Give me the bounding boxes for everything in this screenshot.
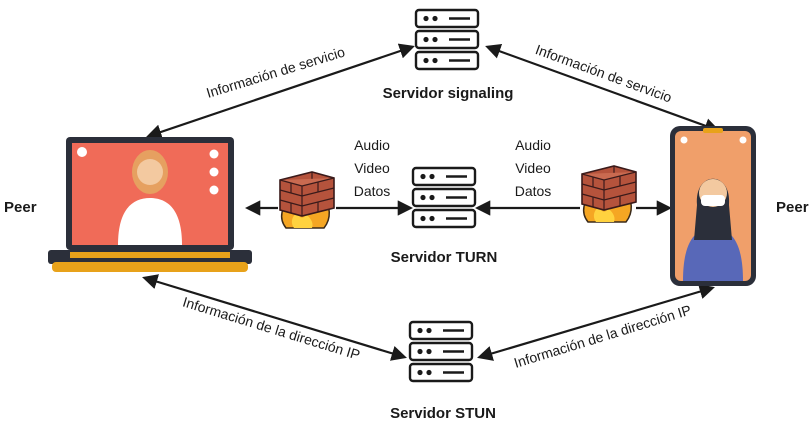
- signaling-server-label: Servidor signaling: [383, 85, 514, 102]
- media-left-data: Datos: [354, 183, 391, 199]
- arrow-signaling-right: [485, 43, 720, 134]
- stun-server-icon: [408, 320, 474, 383]
- media-left-audio: Audio: [354, 137, 390, 153]
- media-right-audio: Audio: [515, 137, 551, 153]
- turn-server-icon: [411, 166, 477, 229]
- media-right-data: Datos: [515, 183, 552, 199]
- turn-server-label: Servidor TURN: [391, 249, 498, 266]
- firewall-left-icon: [279, 171, 335, 229]
- media-left-video: Video: [354, 160, 390, 176]
- arrow-signaling-left: [146, 43, 415, 140]
- ip-info-right-label: Información de la dirección IP: [512, 302, 693, 371]
- arrow-stun-right: [477, 284, 715, 361]
- stun-server-label: Servidor STUN: [390, 405, 496, 422]
- media-right-video: Video: [515, 160, 551, 176]
- laptop-icon: [48, 137, 252, 272]
- firewall-right-icon: [581, 165, 637, 223]
- peer-right-label: Peer: [776, 199, 809, 216]
- arrow-stun-left: [142, 274, 407, 361]
- service-info-right-label: Información de servicio: [533, 41, 674, 105]
- phone-icon: [670, 126, 756, 286]
- peer-left-label: Peer: [4, 199, 37, 216]
- ip-info-left-label: Información de la dirección IP: [181, 294, 362, 363]
- signaling-server-icon: [414, 8, 480, 71]
